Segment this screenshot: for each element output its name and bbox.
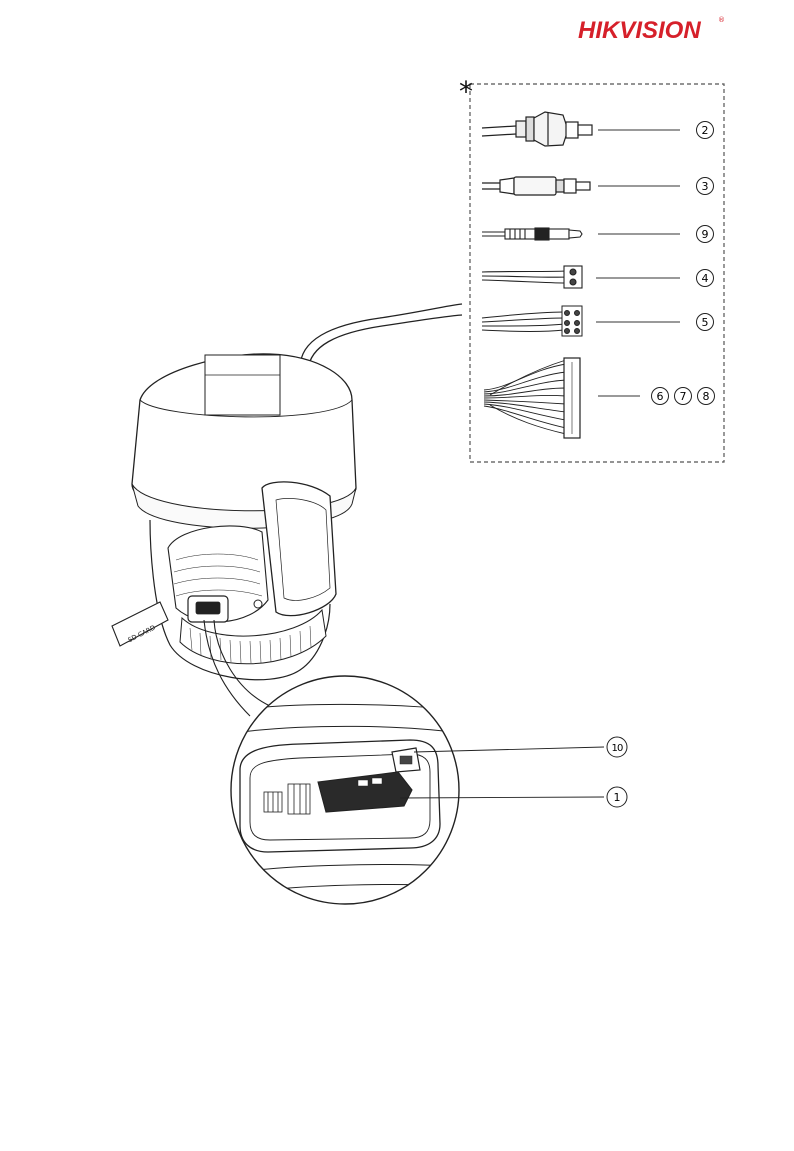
svg-text:6: 6 [657, 390, 664, 403]
sd-card-cover: SD CARD [112, 602, 168, 646]
callout-3: 3 [697, 178, 714, 195]
logo-text: HIKVISION [578, 17, 701, 44]
registered-mark: ® [718, 16, 725, 24]
hikvision-logo: HIKVISION ® [578, 16, 725, 44]
callout-10: 10 [607, 737, 627, 757]
svg-text:1: 1 [614, 791, 621, 804]
callout-9: 9 [697, 226, 714, 243]
svg-text:2: 2 [702, 124, 709, 137]
callout-5: 5 [697, 314, 714, 331]
dc-power-cable [482, 177, 590, 195]
two-pin-connector-cable [482, 266, 582, 288]
callout-2: 2 [697, 122, 714, 139]
magnified-detail [220, 676, 470, 904]
callout-8: 8 [698, 388, 715, 405]
four-pin-connector-cable [482, 306, 582, 336]
multi-wire-harness [484, 358, 580, 438]
audio-cable [482, 228, 582, 240]
callout-4: 4 [697, 270, 714, 287]
svg-text:5: 5 [702, 316, 709, 329]
bnc-cable [482, 112, 592, 146]
main-cable [300, 304, 462, 370]
callout-6: 6 [652, 388, 669, 405]
callout-1: 1 [607, 787, 627, 807]
svg-text:8: 8 [703, 390, 710, 403]
svg-text:3: 3 [702, 180, 709, 193]
optional-asterisk: * [459, 75, 473, 108]
ptz-camera [132, 354, 356, 680]
svg-text:10: 10 [611, 743, 623, 754]
svg-text:9: 9 [702, 228, 709, 241]
dashed-frame [470, 84, 724, 462]
svg-text:7: 7 [680, 390, 687, 403]
callout-7: 7 [675, 388, 692, 405]
svg-text:4: 4 [702, 272, 709, 285]
